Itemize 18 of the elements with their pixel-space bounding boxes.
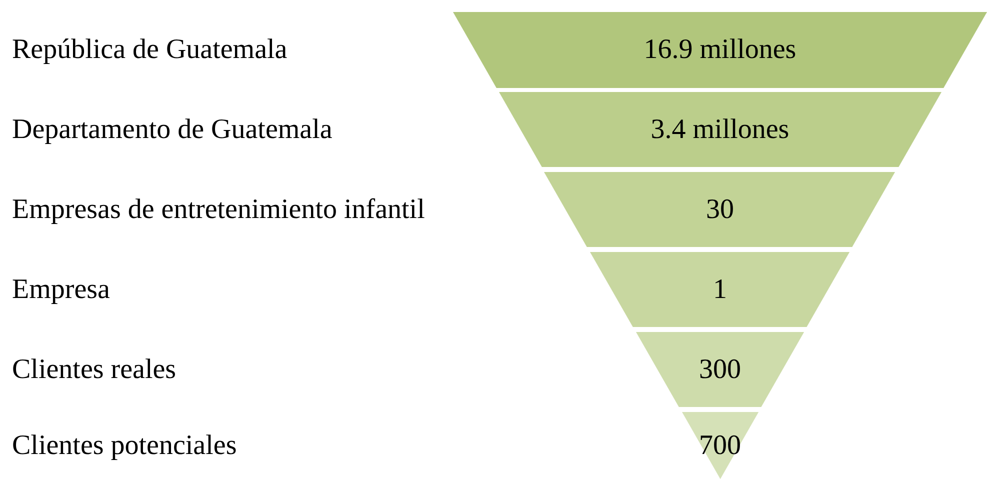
value-label: 30 xyxy=(706,194,734,224)
funnel-band xyxy=(682,412,758,479)
funnel-band xyxy=(453,12,987,88)
funnel-band xyxy=(544,172,896,247)
funnel-band xyxy=(498,92,942,167)
row-label: Clientes potenciales xyxy=(12,430,237,462)
row-label: Clientes reales xyxy=(12,354,176,386)
funnel-band xyxy=(636,332,804,407)
row-label: Departamento de Guatemala xyxy=(12,114,332,146)
row-label: República de Guatemala xyxy=(12,34,288,66)
value-label: 700 xyxy=(698,430,741,460)
row-label: Empresas de entretenimiento infantil xyxy=(12,194,425,226)
value-label: 300 xyxy=(698,354,741,384)
value-label: 16.9 millones xyxy=(644,34,796,65)
value-label: 1 xyxy=(712,274,727,304)
row-label: Empresa xyxy=(12,274,110,306)
value-label: 3.4 millones xyxy=(650,114,790,144)
funnel-band xyxy=(590,252,850,327)
